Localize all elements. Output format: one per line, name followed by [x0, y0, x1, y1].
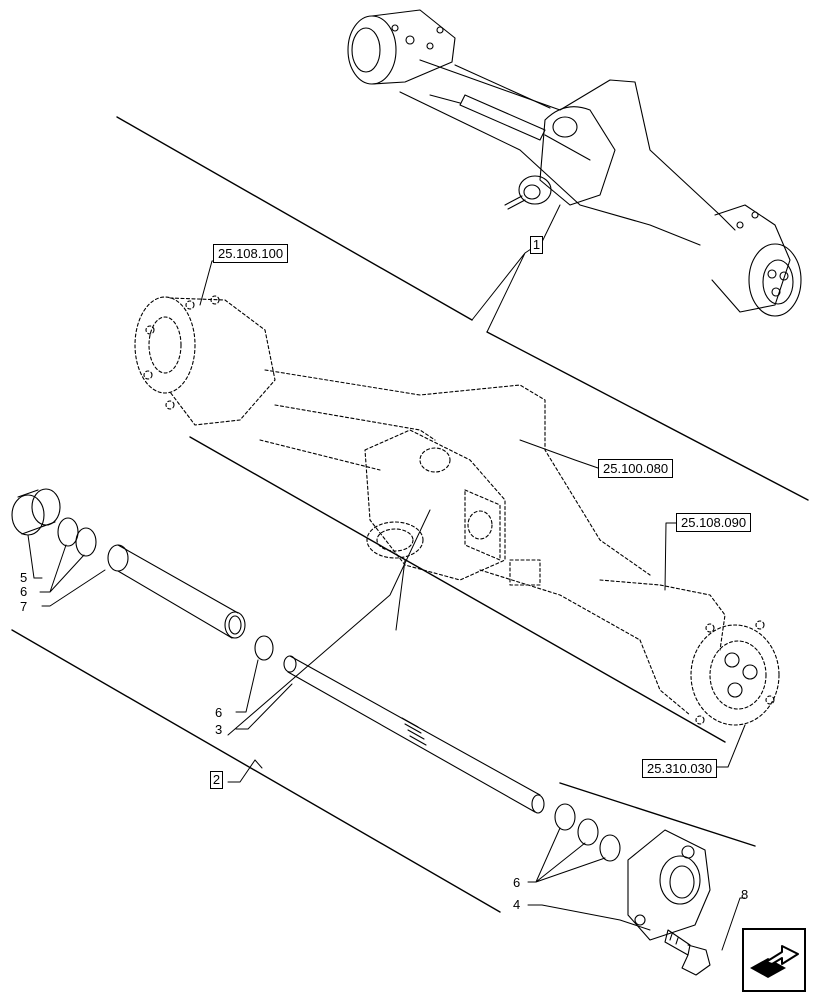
o-rings-part-6-upper	[57, 517, 97, 557]
reference-box-25-310-030[interactable]: 25.310.030	[642, 759, 718, 778]
item-box-2: 2	[210, 771, 223, 789]
leader-lines	[27, 204, 746, 951]
tube-part-7	[107, 544, 246, 639]
callout-6-middle: 6	[215, 705, 223, 720]
callout-6-lower: 6	[513, 875, 521, 890]
flange-part-4	[627, 829, 711, 941]
callout-4: 4	[513, 897, 521, 912]
callout-7: 7	[20, 599, 28, 614]
callout-5: 5	[20, 570, 28, 585]
reference-box-25-108-090[interactable]: 25.108.090	[676, 513, 752, 532]
callout-3: 3	[215, 722, 223, 737]
callout-8: 8	[741, 887, 749, 902]
bolt-part-8	[664, 929, 711, 976]
bushing-part-5	[11, 488, 61, 536]
o-rings-part-6-lower	[554, 803, 621, 862]
callout-6-upper: 6	[20, 584, 28, 599]
next-page-arrow-icon[interactable]	[742, 928, 806, 992]
shaft-part-3	[283, 655, 545, 814]
assembled-axle-illustration	[347, 9, 802, 317]
item-box-1: 1	[530, 236, 543, 254]
axle-housing-illustration	[134, 295, 780, 726]
o-ring-part-6-middle	[254, 635, 274, 661]
guide-lines	[11, 116, 809, 913]
reference-box-25-108-100[interactable]: 25.108.100	[213, 244, 289, 263]
reference-box-25-100-080[interactable]: 25.100.080	[598, 459, 674, 478]
housing-ports	[724, 652, 758, 698]
